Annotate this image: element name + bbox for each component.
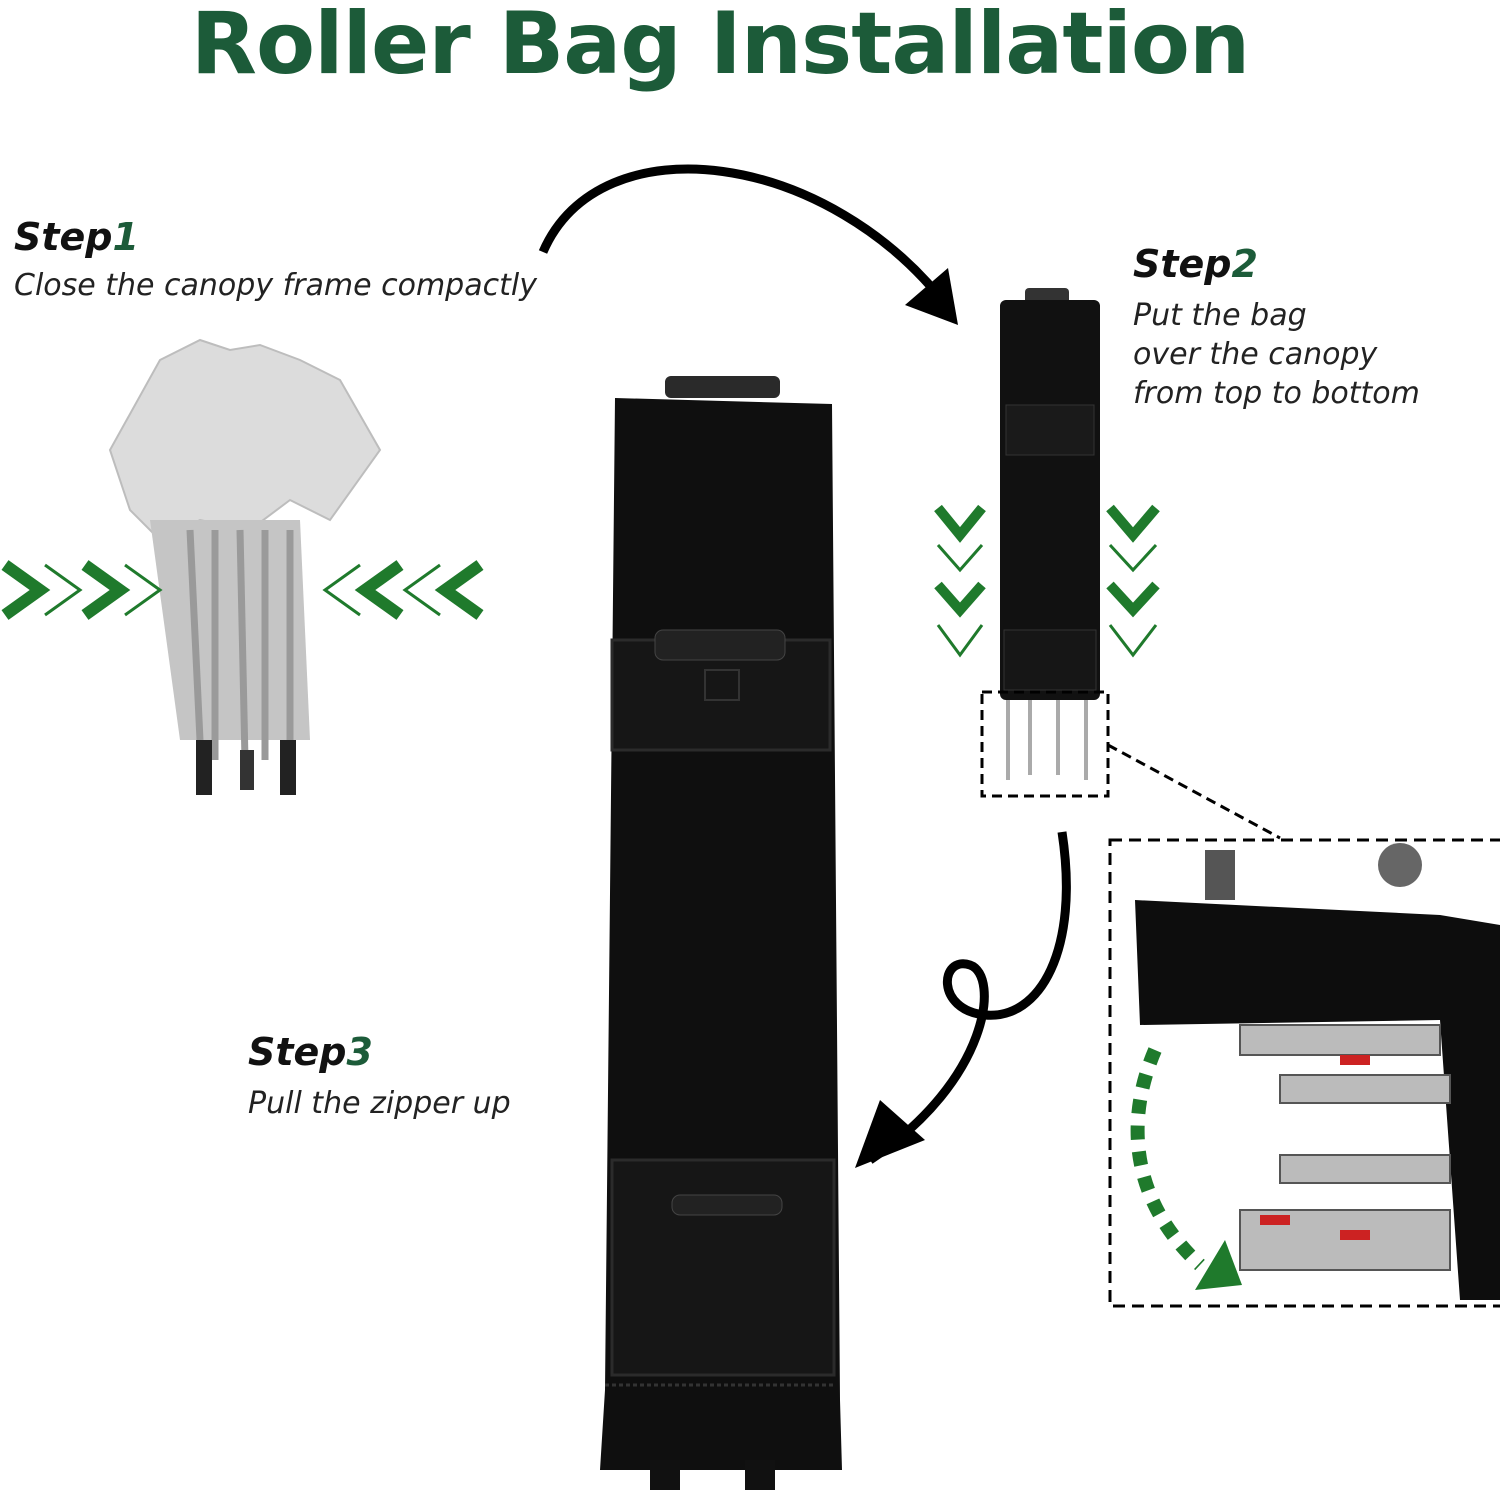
curved-arrow-icon <box>538 164 954 313</box>
step2-line-3: from top to bottom <box>1133 376 1420 411</box>
rotate-arrow-icon <box>1130 1047 1242 1290</box>
step3-heading: Step3 <box>248 1030 373 1074</box>
step2-heading: Step2 <box>1133 242 1258 286</box>
step2-line-1: Put the bag <box>1133 298 1307 333</box>
step2-number: 2 <box>1231 242 1258 286</box>
down-chevrons-left-icon <box>934 504 986 658</box>
step3-description: Pull the zipper up <box>248 1086 511 1121</box>
step3-label: Step <box>248 1030 347 1074</box>
step2-line-2: over the canopy <box>1133 337 1378 372</box>
large-bag-image <box>600 376 842 1490</box>
page-title: Roller Bag Installation <box>190 0 1250 94</box>
step2-label: Step <box>1133 242 1232 286</box>
loop-arrow-icon <box>867 831 1071 1164</box>
step1-label: Step <box>14 215 113 259</box>
zoom-region-box <box>980 690 1110 798</box>
down-chevrons-right-icon <box>1106 504 1160 658</box>
right-chevrons-icon <box>322 560 484 620</box>
left-chevrons-icon <box>1 560 163 620</box>
step1-number: 1 <box>112 215 139 259</box>
step2-description: Put the bag over the canopy from top to … <box>1133 296 1420 413</box>
small-bag-image <box>1000 288 1100 780</box>
step1-description: Close the canopy frame compactly <box>14 268 537 303</box>
canopy-frame-image <box>108 338 382 795</box>
step3-number: 3 <box>346 1030 373 1074</box>
step1-heading: Step1 <box>14 215 139 259</box>
